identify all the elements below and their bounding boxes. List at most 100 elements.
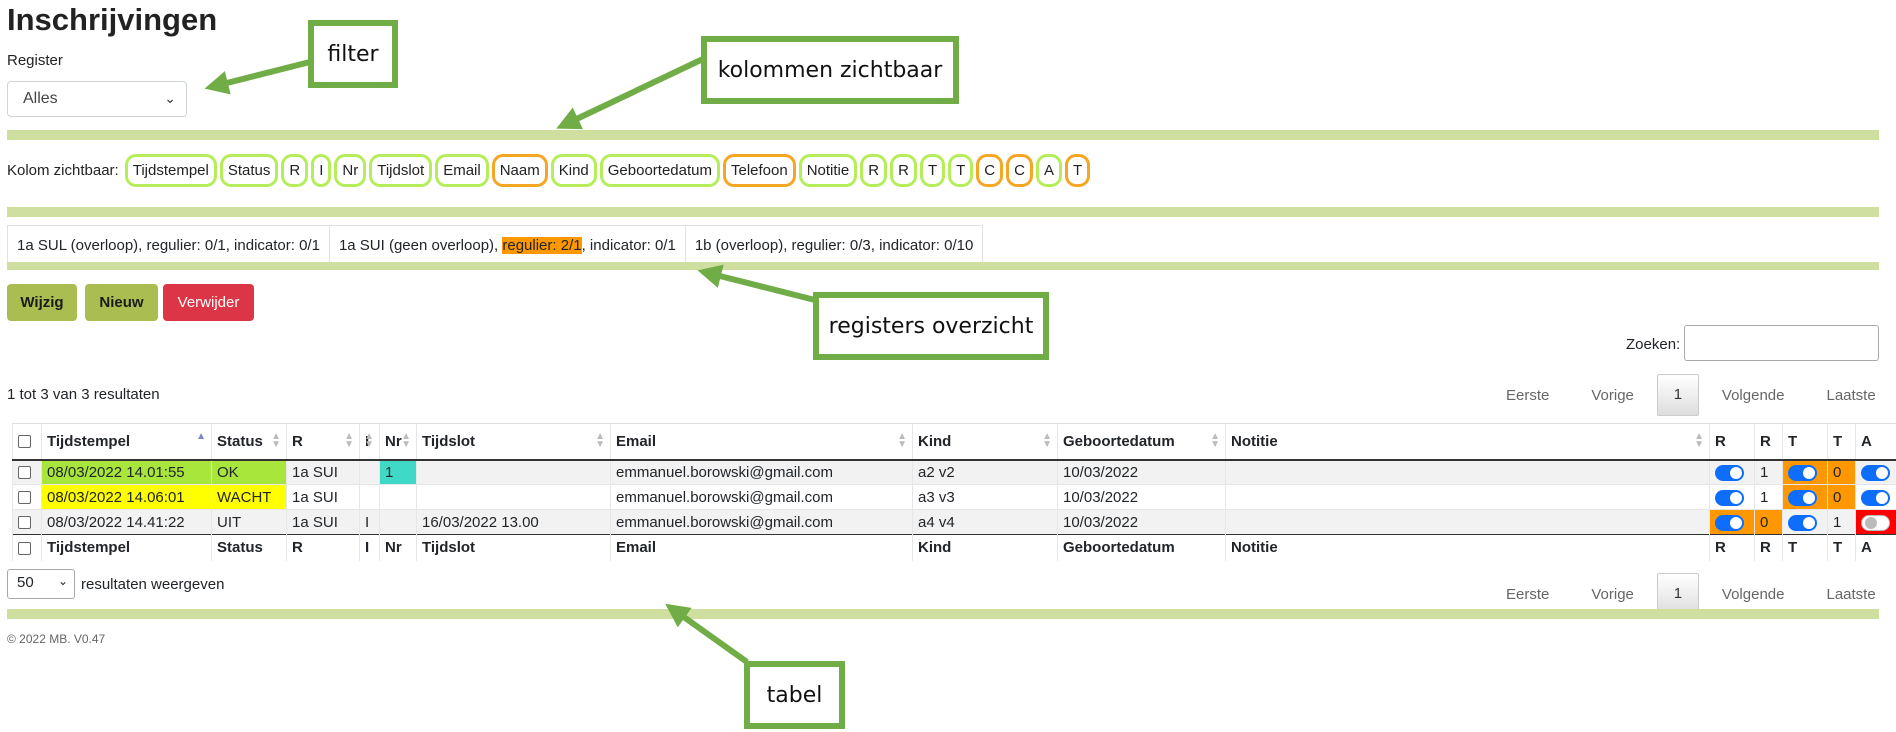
pager-next[interactable]: Volgende xyxy=(1721,585,1785,603)
cell-r-toggle[interactable] xyxy=(1709,484,1755,510)
column-toggle-c[interactable]: C xyxy=(1006,153,1033,187)
column-header-label: Notitie xyxy=(1231,432,1278,450)
pager-first[interactable]: Eerste xyxy=(1506,585,1550,603)
toggle-switch[interactable] xyxy=(1861,514,1890,531)
column-toggle-r[interactable]: R xyxy=(890,153,917,187)
pager-prev[interactable]: Vorige xyxy=(1591,585,1634,603)
toggle-switch[interactable] xyxy=(1861,489,1890,506)
row-checkbox[interactable] xyxy=(18,466,31,480)
column-toggle-i[interactable]: I xyxy=(311,153,332,187)
callout-tabel: tabel xyxy=(744,661,845,729)
column-toggle-r[interactable]: R xyxy=(860,153,888,187)
column-toggle-geboortedatum[interactable]: Geboortedatum xyxy=(599,153,720,187)
select-all-checkbox[interactable] xyxy=(18,435,31,449)
edit-button[interactable]: Wijzig xyxy=(7,284,77,321)
column-header-geboortedatum[interactable]: Geboortedatum▲▼ xyxy=(1057,423,1226,461)
column-toggle-tijdslot[interactable]: Tijdslot xyxy=(369,153,433,187)
column-header-i[interactable]: I▲▼ xyxy=(359,423,380,461)
column-header-r[interactable]: R▲▼ xyxy=(286,423,360,461)
pager-last[interactable]: Laatste xyxy=(1826,585,1876,603)
column-toggle-nr[interactable]: Nr xyxy=(334,153,367,187)
row-checkbox[interactable] xyxy=(18,491,31,505)
row-select-cell[interactable] xyxy=(12,509,42,535)
column-toggle-notitie[interactable]: Notitie xyxy=(798,153,858,187)
column-header-status[interactable]: Status ▲▼ xyxy=(211,423,287,461)
row-checkbox[interactable] xyxy=(18,516,31,530)
column-toggle-t[interactable]: T xyxy=(1064,153,1091,187)
pager-first[interactable]: Eerste xyxy=(1506,386,1550,404)
column-header-t[interactable]: T xyxy=(1782,423,1828,461)
column-header-nr[interactable]: Nr▲▼ xyxy=(379,423,417,461)
pager-current[interactable]: 1 xyxy=(1656,573,1699,615)
column-toggle-status[interactable]: Status xyxy=(219,153,279,187)
arrow-registers xyxy=(697,264,816,303)
column-toggle-r[interactable]: R xyxy=(281,153,309,187)
column-header-email[interactable]: Email▲▼ xyxy=(610,423,913,461)
cell-a-toggle[interactable] xyxy=(1855,484,1896,510)
toggle-switch[interactable] xyxy=(1715,514,1744,531)
register-summary: 1a SUI (geen overloop), regulier: 2/1, i… xyxy=(330,226,686,264)
column-header-r[interactable]: R xyxy=(1754,423,1783,461)
column-toggle-tijdstempel[interactable]: Tijdstempel xyxy=(124,153,217,187)
pager-prev[interactable]: Vorige xyxy=(1591,386,1634,404)
pager-last[interactable]: Laatste xyxy=(1826,386,1876,404)
register-summary: 1a SUL (overloop), regulier: 0/1, indica… xyxy=(8,226,330,264)
cell-t-toggle[interactable] xyxy=(1782,484,1828,510)
cell-t-toggle[interactable] xyxy=(1782,459,1828,485)
select-all-footer[interactable] xyxy=(12,534,42,561)
cell-a-toggle[interactable] xyxy=(1855,509,1896,535)
toggle-switch[interactable] xyxy=(1715,489,1744,506)
column-header-kind[interactable]: Kind▲▼ xyxy=(912,423,1058,461)
select-all-checkbox-footer[interactable] xyxy=(18,541,31,555)
sort-icon: ▲▼ xyxy=(1694,431,1704,450)
column-header-r[interactable]: R xyxy=(1709,423,1755,461)
toggle-switch[interactable] xyxy=(1788,514,1817,531)
cell-indicator xyxy=(359,459,380,485)
arrow-filter xyxy=(204,59,311,95)
column-toggle-t[interactable]: T xyxy=(919,153,946,187)
column-header-tijdstempel[interactable]: Tijdstempel▲ xyxy=(41,423,212,461)
cell-nr: 1 xyxy=(379,459,417,485)
column-toggle-a[interactable]: A xyxy=(1035,153,1062,187)
cell-a-toggle[interactable] xyxy=(1855,459,1896,485)
select-all-header[interactable] xyxy=(12,423,42,461)
row-select-cell[interactable] xyxy=(12,459,42,485)
pager-current[interactable]: 1 xyxy=(1656,374,1699,416)
column-header-t[interactable]: T xyxy=(1827,423,1856,461)
toggle-switch[interactable] xyxy=(1788,489,1817,506)
cell-r-toggle[interactable] xyxy=(1709,459,1755,485)
delete-button[interactable]: Verwijder xyxy=(163,284,254,321)
callout-registers: registers overzicht xyxy=(813,292,1049,360)
toggle-switch[interactable] xyxy=(1715,464,1744,481)
column-toggle-c[interactable]: C xyxy=(976,153,1004,187)
sort-icon: ▲▼ xyxy=(344,431,354,450)
column-toggle-t[interactable]: T xyxy=(948,153,974,187)
column-header-label: Status xyxy=(217,432,263,450)
search-input[interactable] xyxy=(1684,325,1879,361)
cell-t-value: 0 xyxy=(1827,459,1856,485)
sort-icon: ▲▼ xyxy=(271,431,281,450)
toggle-switch[interactable] xyxy=(1861,464,1890,481)
column-header-a[interactable]: A xyxy=(1855,423,1896,461)
new-button[interactable]: Nieuw xyxy=(85,284,158,321)
column-toggle-email[interactable]: Email xyxy=(435,153,489,187)
row-select-cell[interactable] xyxy=(12,484,42,510)
register-select[interactable]: Alles ⌄ xyxy=(7,81,187,117)
cell-r-toggle[interactable] xyxy=(1709,509,1755,535)
column-toggle-telefoon[interactable]: Telefoon xyxy=(723,153,796,187)
column-footer-tijdslot: Tijdslot xyxy=(416,534,611,561)
page-length-select[interactable]: 50 ⌄ xyxy=(7,569,75,599)
column-header-notitie[interactable]: Notitie ▲▼ xyxy=(1225,423,1710,461)
column-header-tijdslot[interactable]: Tijdslot▲▼ xyxy=(416,423,611,461)
pager-next[interactable]: Volgende xyxy=(1721,386,1785,404)
cell-t-toggle[interactable] xyxy=(1782,509,1828,535)
column-toggle-naam[interactable]: Naam xyxy=(491,153,548,187)
toggle-switch[interactable] xyxy=(1788,464,1817,481)
column-toggle-kind[interactable]: Kind xyxy=(550,153,597,187)
pagination-bottom: Eerste Vorige 1 Volgende Laatste xyxy=(1485,573,1896,615)
arrow-kolommen xyxy=(556,55,707,130)
